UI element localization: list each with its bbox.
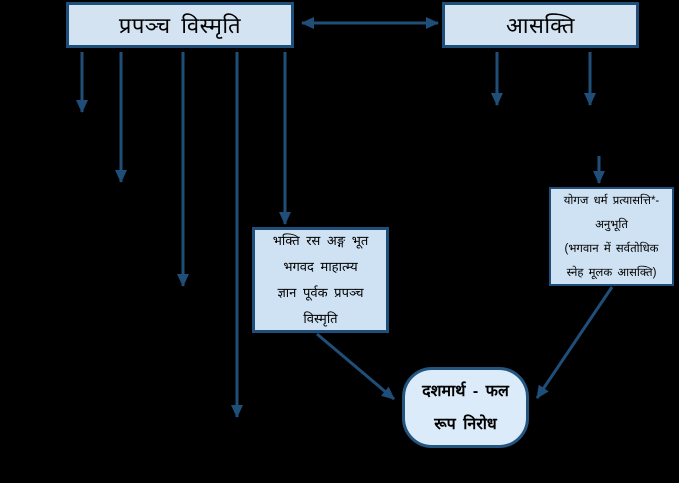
node-yogaja-dharma: योगज धर्म प्रत्यासत्ति*- अनुभूति (भगवान … [549,187,674,286]
node-bhakti-rasa: भक्ति रस अङ्ग भूत भगवद माहात्म्य ज्ञान प… [252,227,389,333]
node-yogaja-dharma-line-4: स्नेह मूलक आसक्ति) [566,266,657,279]
node-bhakti-rasa-line-3: ज्ञान पूर्वक प्रपञ्च [277,285,364,300]
node-bhakti-rasa-line-1: भक्ति रस अङ्ग भूत [272,233,369,248]
node-aasakti: आसक्ति [442,2,639,48]
node-aasakti-label: आसक्ति [506,13,575,38]
node-yogaja-dharma-line-3: (भगवान में सर्वतोधिक [564,242,659,255]
node-bhakti-rasa-line-2: भगवद माहात्म्य [283,259,358,274]
arrow-bhakti-to-dashamartha [316,332,395,401]
node-prapancha-vismriti-label: प्रपञ्च विस्मृति [118,13,242,38]
node-yogaja-dharma-line-2: अनुभूति [595,218,628,231]
node-dashamartha-phala-line-1: दशमार्थ - फल [422,382,509,400]
node-dashamartha-phala: दशमार्थ - फल रूप निरोध [402,367,529,448]
node-prapancha-vismriti: प्रपञ्च विस्मृति [66,2,294,48]
node-bhakti-rasa-line-4: विस्मृति [303,311,338,326]
node-yogaja-dharma-line-1: योगज धर्म प्रत्यासत्ति*- [563,194,660,207]
node-dashamartha-phala-line-2: रूप निरोध [434,415,497,433]
arrow-yogaja-to-dashamartha [535,286,614,399]
